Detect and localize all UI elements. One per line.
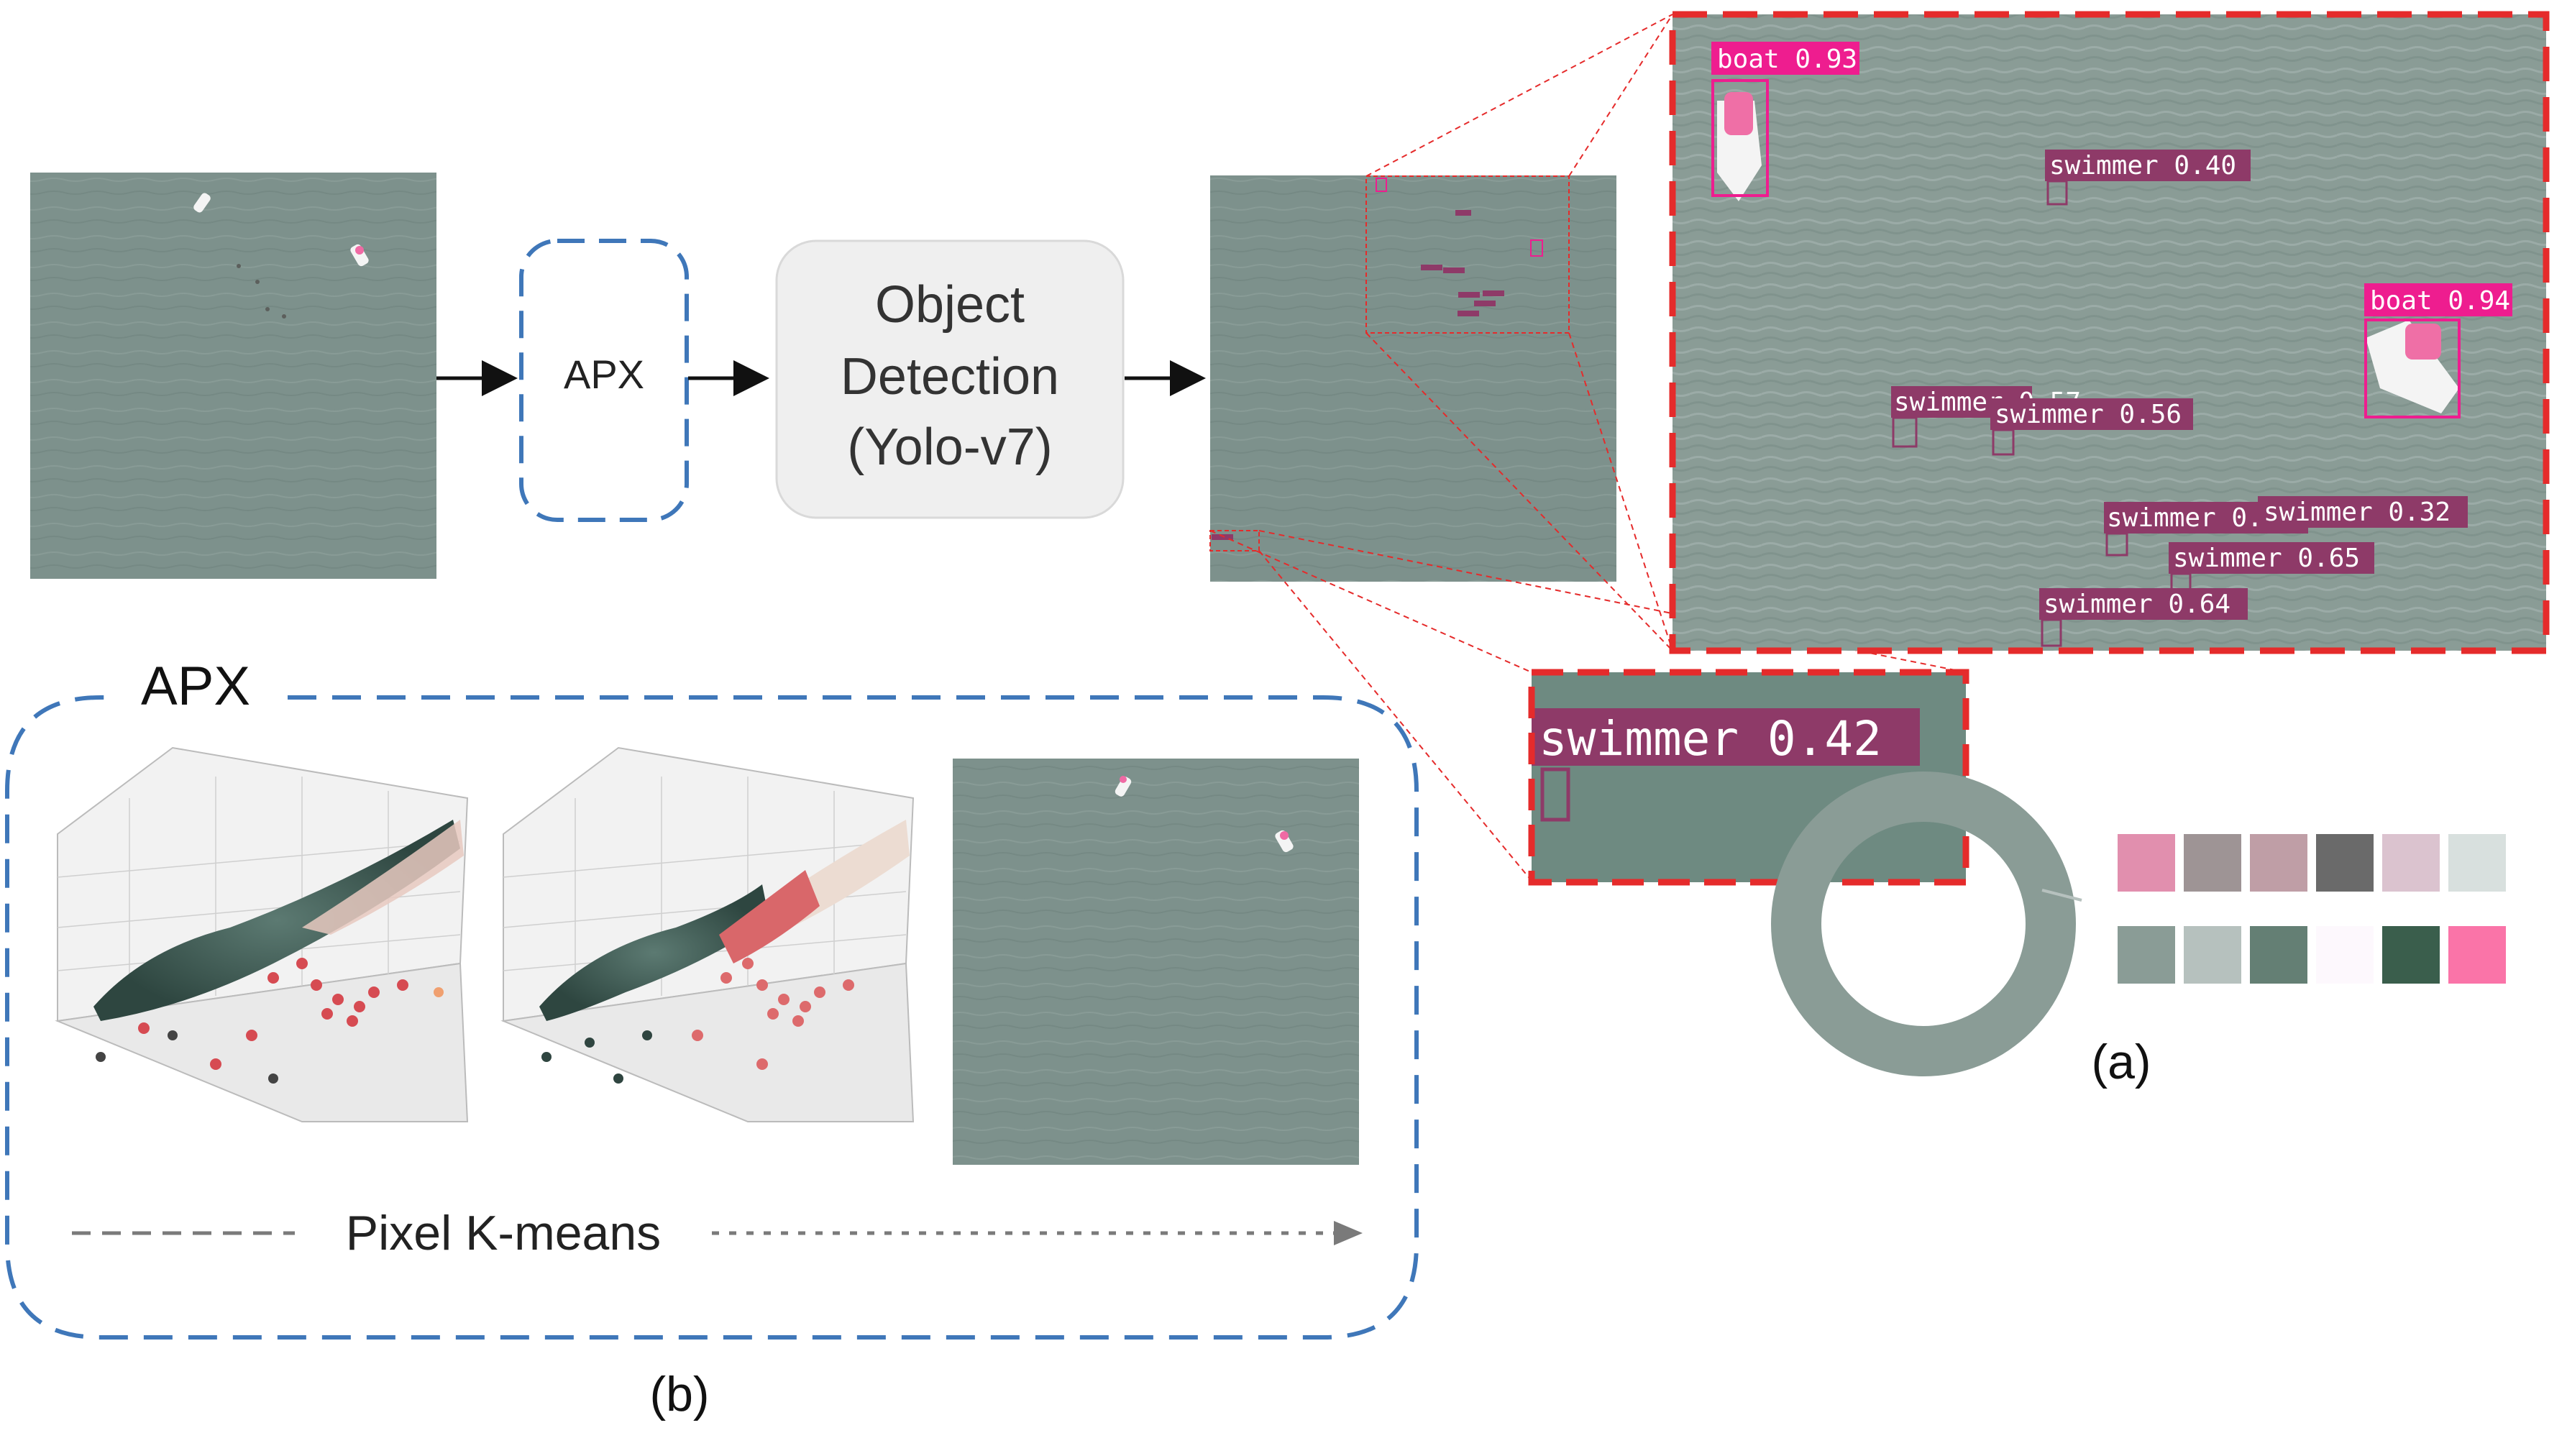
detection-label: boat 0.93 — [1717, 45, 1857, 74]
apx-module-label: APX — [564, 352, 644, 397]
apx-panel-caption: (b) — [649, 1367, 709, 1421]
palette-swatch — [2250, 834, 2307, 892]
palette-swatch — [2382, 926, 2440, 984]
zoom-connectors — [1209, 14, 1967, 882]
swimmer-detection: swimmer 0.32 — [2258, 496, 2468, 528]
palette-swatch — [2382, 834, 2440, 892]
palette-swatch — [2184, 834, 2241, 892]
detection-label: swimmer 0.42 — [1539, 711, 1882, 766]
apx-module-box — [519, 239, 689, 522]
zoom-panel-top: boat 0.93 boat 0.94 swimmer 0.40 swimmer… — [1669, 11, 2550, 654]
palette-swatch — [2184, 926, 2241, 984]
palette-swatch — [2316, 834, 2374, 892]
color-palette — [2118, 834, 2506, 984]
object-detection-box — [775, 239, 1125, 519]
palette-caption: (a) — [2091, 1035, 2151, 1089]
palette-swatch — [2250, 926, 2307, 984]
svg-text:swimmer 0.40: swimmer 0.40 — [2049, 151, 2236, 180]
color-ring — [1771, 772, 2082, 1076]
palette-swatch — [2316, 926, 2374, 984]
swimmer-detection: swimmer 0.56 — [1990, 398, 2193, 456]
detector-label-line1: Object — [875, 276, 1025, 334]
svg-text:swimmer 0.56: swimmer 0.56 — [1995, 400, 2182, 429]
svg-text:swimmer 0.64: swimmer 0.64 — [2044, 590, 2230, 619]
swimmer-detection: swimmer 0.65 — [2169, 542, 2374, 595]
rgb-scatter-3d-clustered — [500, 746, 915, 1122]
output-detection-image — [1209, 175, 1616, 582]
svg-text:swimmer 0.32: swimmer 0.32 — [2264, 498, 2451, 527]
kmeans-arrow — [72, 1221, 1363, 1245]
svg-text:swimmer 0.65: swimmer 0.65 — [2173, 544, 2360, 573]
detector-label-line2: Detection — [841, 348, 1059, 406]
palette-swatch — [2448, 926, 2506, 984]
apx-panel-title: APX — [141, 656, 250, 717]
kmeans-label: Pixel K-means — [346, 1206, 661, 1260]
zoom-boat-1: boat 0.93 — [1711, 42, 1859, 201]
detection-label: boat 0.94 — [2370, 286, 2510, 316]
palette-swatch — [2118, 926, 2175, 984]
detector-label-line3: (Yolo-v7) — [847, 418, 1052, 476]
apx-panel — [5, 695, 1419, 1340]
palette-swatch — [2118, 834, 2175, 892]
apx-output-image — [953, 759, 1359, 1165]
input-aerial-image — [30, 173, 436, 579]
input-boat-1 — [193, 193, 211, 213]
rgb-scatter-3d-raw — [55, 746, 469, 1122]
swimmer-detection: swimmer 0.64 — [2039, 588, 2248, 647]
zoom-boat-2: boat 0.94 — [2364, 283, 2512, 418]
input-boat-2 — [350, 244, 369, 267]
swimmer-detection: swimmer 0.40 — [2045, 150, 2251, 206]
palette-swatch — [2448, 834, 2506, 892]
